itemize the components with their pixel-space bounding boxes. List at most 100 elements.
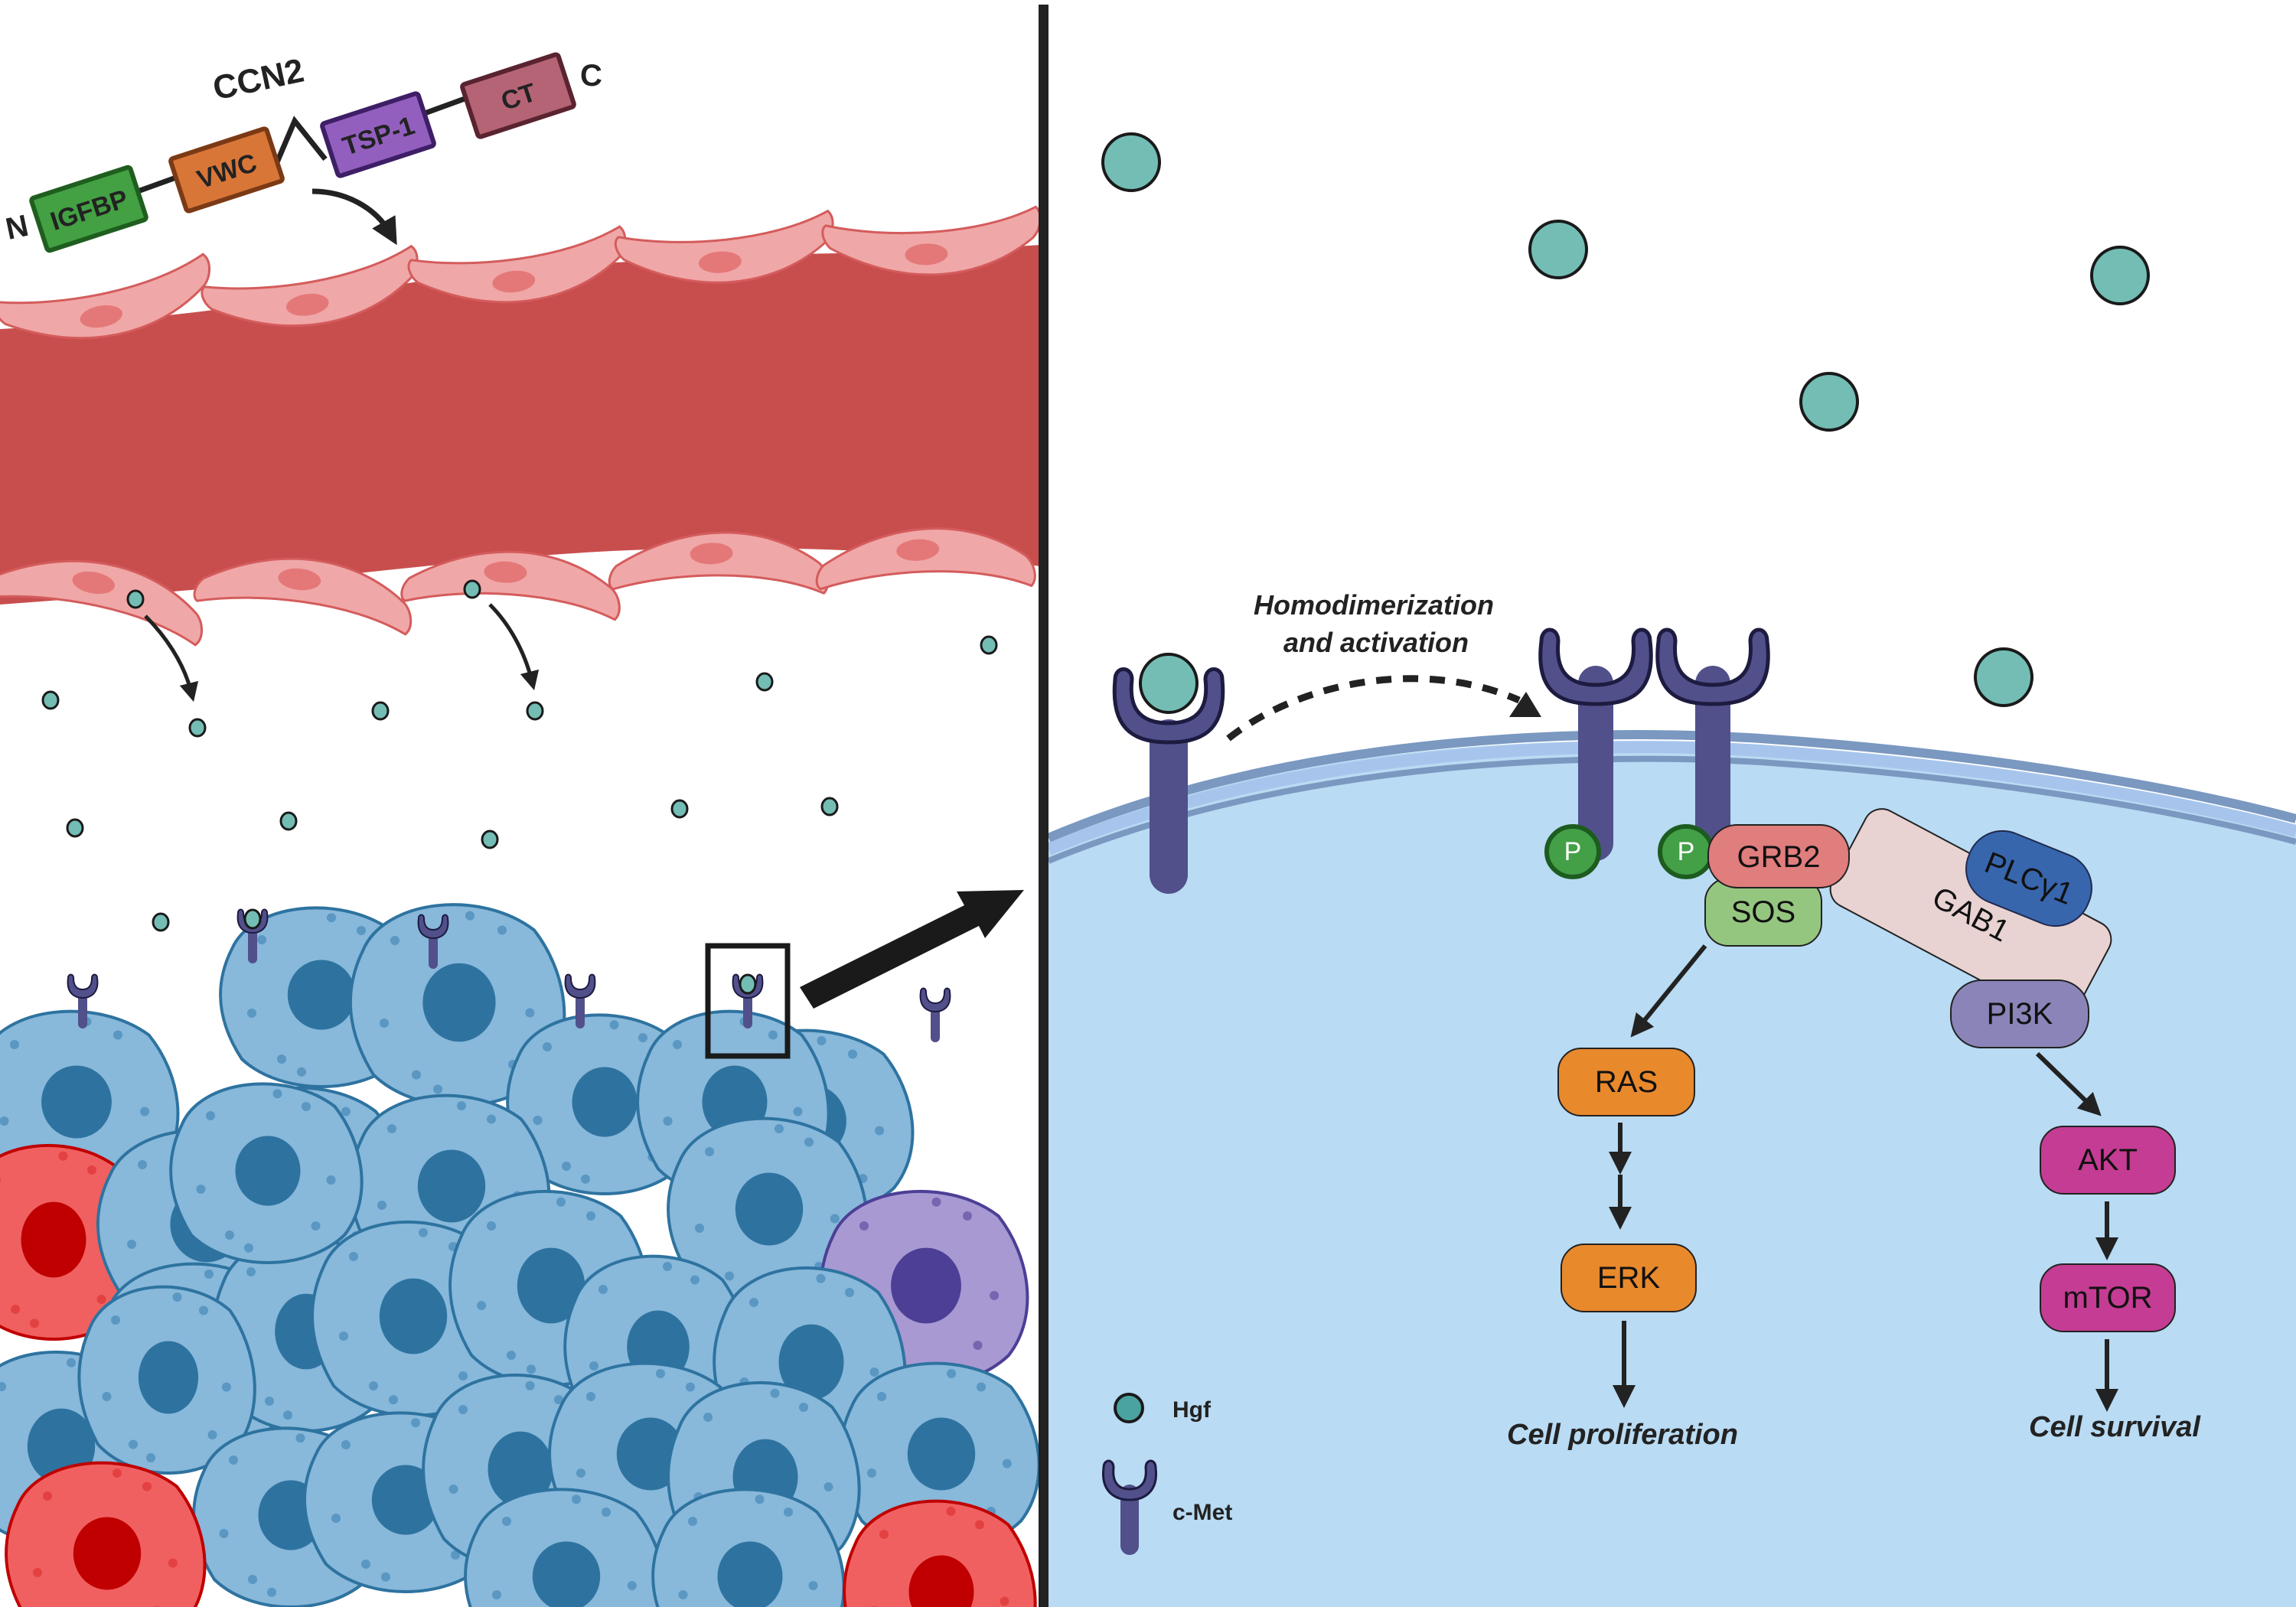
sos-to-ras-arrow <box>1630 944 1707 1038</box>
endothelial-body <box>821 205 1039 276</box>
linker <box>423 95 468 116</box>
cell-granule <box>267 1587 276 1597</box>
c-met-receptor <box>564 973 596 1028</box>
cell-nucleus <box>371 1465 440 1535</box>
protein-sos: SOS <box>1704 878 1822 947</box>
svg-text:ERK: ERK <box>1597 1261 1661 1295</box>
cell-granule <box>688 1517 697 1526</box>
cell-nucleus <box>379 1278 448 1354</box>
hgf-bound <box>1139 653 1199 714</box>
cell-granule <box>589 1361 598 1371</box>
cell-granule <box>204 1270 214 1279</box>
outcome-survival: Cell survival <box>2029 1411 2201 1443</box>
cell-granule <box>686 1382 695 1392</box>
cell-granule <box>1002 1459 1012 1468</box>
hgf-molecule <box>126 589 145 609</box>
hgf-molecule <box>980 635 998 655</box>
legend-label-hgf: Hgf <box>1172 1397 1212 1423</box>
cell-granule <box>556 1197 566 1207</box>
cell-granule <box>497 925 507 935</box>
cell-nucleus <box>572 1067 638 1137</box>
cell-granule <box>206 1111 215 1120</box>
tumor-cell <box>839 1361 1039 1551</box>
hgf-icon <box>1114 1393 1144 1423</box>
cell-granule <box>749 1298 758 1307</box>
cell-granule <box>225 1231 234 1240</box>
legend-item-c-met: c-Met <box>1102 1459 1232 1555</box>
cell-granule <box>387 1124 396 1133</box>
cell-granule <box>562 1162 571 1171</box>
c-met-monomer-bound <box>1112 653 1225 894</box>
cell-granule <box>129 1439 138 1449</box>
svg-text:P: P <box>1564 837 1582 866</box>
cell-granule <box>221 1382 231 1392</box>
cell-nucleus <box>532 1541 601 1607</box>
hgf-molecule <box>820 797 839 817</box>
endothelial-cells <box>0 205 1039 647</box>
cell-granule <box>96 1295 106 1304</box>
hgf-molecules-right <box>1101 132 2150 707</box>
cell-membrane-inner <box>1049 755 2296 864</box>
cell-granule <box>33 1568 42 1577</box>
receptor-stem <box>576 995 585 1028</box>
cell-granule <box>602 1508 611 1517</box>
cell-granule <box>111 1315 120 1325</box>
arrowhead <box>1509 692 1541 717</box>
cell-granule <box>30 1319 39 1328</box>
cell-granule <box>869 1367 879 1377</box>
cell-granule <box>502 1517 511 1526</box>
hgf-bound <box>739 973 757 995</box>
cell-granule <box>248 1575 257 1584</box>
cell-granule <box>877 1392 886 1401</box>
legend: Hgf c-Met <box>1102 1393 1232 1555</box>
cell-granule <box>247 1009 256 1018</box>
cell-nucleus <box>517 1247 585 1324</box>
cell-granule <box>867 1468 876 1478</box>
cell-granule <box>581 1174 590 1184</box>
cell-granule <box>477 1301 486 1310</box>
cell-surface-receptors <box>67 908 951 1042</box>
cell-granule <box>576 1468 585 1478</box>
cell-granule <box>784 1508 793 1517</box>
tumor-cell <box>348 903 566 1107</box>
receptor-stem <box>78 995 87 1028</box>
cell-granule <box>879 1530 889 1539</box>
cell-granule <box>357 926 366 935</box>
cell-granule <box>283 1410 292 1420</box>
cell-nucleus <box>235 1136 301 1206</box>
cell-granule <box>638 1033 647 1042</box>
cell-granule <box>947 1369 956 1378</box>
cell-granule <box>113 1468 122 1478</box>
protein-ras: RAS <box>1557 1048 1695 1116</box>
receptor-head <box>919 987 951 1013</box>
cell-granule <box>527 1364 536 1374</box>
cell-granule <box>244 1243 253 1253</box>
cell-granule <box>525 1008 535 1018</box>
cell-granule <box>859 1221 869 1231</box>
cell-nucleus <box>907 1417 976 1491</box>
receptor-head <box>417 914 449 940</box>
svg-text:GRB2: GRB2 <box>1737 840 1821 874</box>
panel-divider <box>1039 5 1049 1607</box>
cell-granule <box>973 1341 983 1350</box>
red-cell <box>843 1499 1037 1607</box>
c-met-receptor-bound <box>732 973 764 1028</box>
cell-granule <box>11 1305 20 1314</box>
cell-granule <box>598 1285 608 1294</box>
cell-granule <box>67 1358 76 1367</box>
protein-grb2: GRB2 <box>1707 824 1850 888</box>
cell-granule <box>492 1590 501 1599</box>
endothelial-nucleus <box>484 561 527 583</box>
pi3k-to-akt-arrow <box>2035 1051 2102 1116</box>
receptor-stem <box>429 935 438 969</box>
hgf-molecules-left <box>41 579 998 932</box>
hgf-molecule <box>152 912 170 932</box>
cell-granule <box>58 1151 68 1161</box>
cell-granule <box>755 1495 765 1504</box>
domain-tsp1: TSP-1 <box>320 91 436 178</box>
c-met-receptor-icon <box>1102 1459 1157 1555</box>
cell-granule <box>673 1040 682 1049</box>
cell-granule <box>990 1291 1000 1300</box>
cell-granule <box>265 1397 274 1406</box>
